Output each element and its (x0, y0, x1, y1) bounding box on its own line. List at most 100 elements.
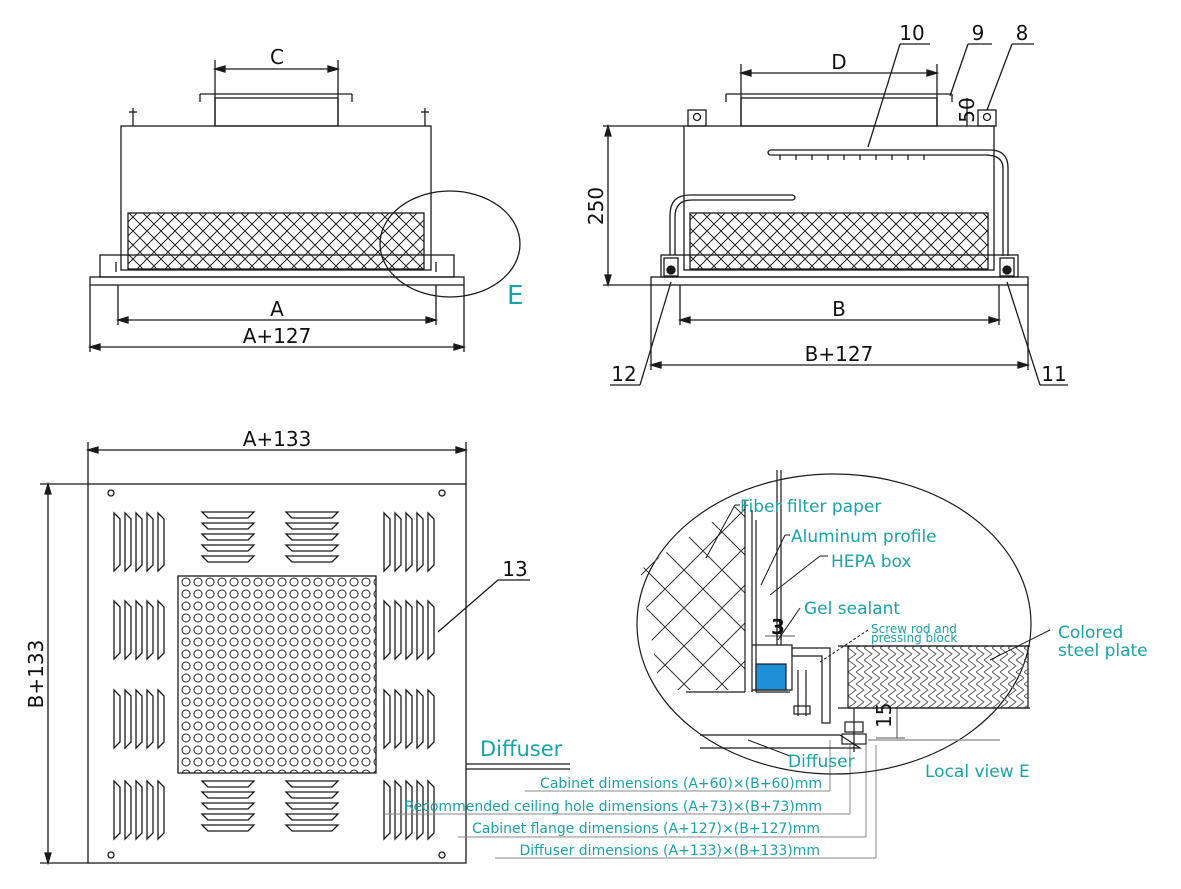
callout-11: 11 (1041, 362, 1066, 386)
vent-slot (405, 688, 413, 750)
note-diffuser-dimensions: Diffuser dimensions (A+133)×(B+133)mm (519, 843, 820, 859)
diffuser-label: Diffuser (480, 737, 563, 761)
vent-slot (200, 780, 256, 788)
vent-slot (200, 533, 256, 541)
front-view (87, 60, 521, 352)
vent-slot (416, 688, 424, 750)
label-colored-steel-line2: steel plate (1058, 641, 1148, 661)
plan-view (40, 442, 570, 866)
callout-10: 10 (899, 21, 924, 45)
vent-slot (284, 802, 340, 810)
vent-slot (113, 779, 121, 841)
note-cabinet-flange-dimensions: Cabinet flange dimensions (A+127)×(B+127… (472, 821, 820, 837)
vent-slot (427, 599, 435, 661)
dim-50-label: 50 (955, 97, 979, 122)
vent-slot (383, 779, 391, 841)
vent-slot (135, 688, 143, 750)
dimension-note-lines (385, 740, 877, 859)
dim-b127-label: B+127 (805, 342, 874, 366)
vent-slot (284, 522, 340, 530)
vent-slot (416, 779, 424, 841)
vent-slot (124, 688, 132, 750)
vent-slot (284, 544, 340, 552)
vent-slot (416, 511, 424, 573)
vent-slot (383, 511, 391, 573)
dim-15-label: 15 (872, 703, 896, 728)
label-screw-rod-line1: Screw rod and (871, 622, 957, 636)
label-gel-sealant: Gel sealant (804, 599, 900, 619)
vent-slot (157, 688, 165, 750)
dim-b133-label: B+133 (24, 640, 48, 709)
diffuser-panel (87, 483, 467, 864)
vent-slot (113, 511, 121, 573)
vent-slot (427, 688, 435, 750)
vent-slot (135, 779, 143, 841)
vent-slot (157, 511, 165, 573)
vent-slot (405, 511, 413, 573)
side-view (603, 43, 1068, 386)
vent-slot (427, 779, 435, 841)
vent-slot (157, 779, 165, 841)
dim-c-label: C (270, 45, 284, 69)
detail-marker-e: E (507, 281, 523, 311)
dim-d-label: D (831, 50, 846, 74)
vent-slot (284, 791, 340, 799)
dim-a-label: A (270, 297, 284, 321)
label-colored-steel-line1: Colored (1058, 623, 1123, 643)
vent-slot (200, 522, 256, 530)
vent-slot (146, 779, 154, 841)
callout-9: 9 (972, 21, 985, 45)
vent-slot (394, 688, 402, 750)
local-view-leaders (705, 504, 1051, 757)
vent-slot (157, 599, 165, 661)
vent-slot (200, 544, 256, 552)
vent-slot (200, 791, 256, 799)
vent-slot (284, 824, 340, 832)
vent-slot (383, 688, 391, 750)
vent-slot (394, 779, 402, 841)
gel-sealant-block (755, 663, 787, 691)
vent-slot (284, 533, 340, 541)
perforated-area (177, 575, 377, 774)
vent-slot (284, 511, 340, 519)
vent-slot (383, 599, 391, 661)
vent-slot (113, 599, 121, 661)
callout-8: 8 (1016, 21, 1029, 45)
vent-slot (146, 688, 154, 750)
label-diffuser-detail: Diffuser (788, 752, 855, 772)
vent-slot (200, 802, 256, 810)
vent-slot (394, 599, 402, 661)
vent-slot (405, 599, 413, 661)
vent-slot (200, 555, 256, 563)
dim-3-label: 3 (771, 615, 785, 639)
dim-a133-label: A+133 (243, 427, 312, 451)
vent-slot (124, 511, 132, 573)
label-fiber-filter-paper: Fiber filter paper (740, 497, 881, 517)
vent-slot (427, 511, 435, 573)
dim-a127-label: A+127 (243, 324, 312, 348)
vent-slot (146, 511, 154, 573)
dim-b-label: B (832, 297, 846, 321)
note-cabinet-dimensions: Cabinet dimensions (A+60)×(B+60)mm (540, 776, 822, 792)
vent-slot (124, 599, 132, 661)
vent-slot (124, 779, 132, 841)
label-screw-rod-line2: pressing block (871, 631, 957, 645)
vent-slot (416, 599, 424, 661)
vent-slot (135, 599, 143, 661)
callout-12: 12 (611, 362, 636, 386)
label-local-view-e: Local view E (925, 762, 1030, 782)
label-aluminum-profile: Aluminum profile (791, 527, 937, 547)
local-view-e (636, 470, 1032, 775)
vent-slots (113, 511, 435, 841)
vent-slot (113, 688, 121, 750)
vent-slot (405, 779, 413, 841)
vent-slot (200, 824, 256, 832)
callout-13: 13 (502, 557, 527, 581)
label-hepa-box: HEPA box (831, 552, 911, 572)
vent-slot (284, 780, 340, 788)
note-ceiling-hole-dimensions: Recommended ceiling hole dimensions (A+7… (404, 799, 822, 815)
vent-slot (200, 511, 256, 519)
vent-slot (135, 511, 143, 573)
vent-slot (394, 511, 402, 573)
